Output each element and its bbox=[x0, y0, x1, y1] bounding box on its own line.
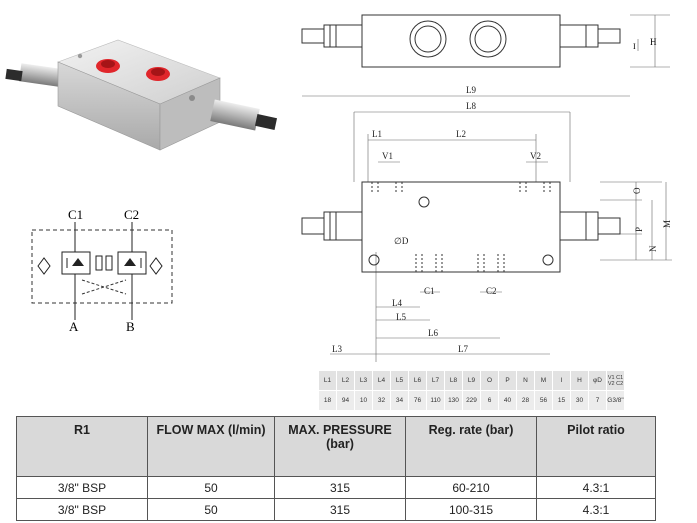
dim-l7: L7 bbox=[458, 344, 468, 354]
right-check-valve bbox=[105, 251, 163, 275]
port-b-label: B bbox=[126, 319, 135, 334]
dim-value: 28 bbox=[516, 390, 535, 411]
dim-header: L4 bbox=[372, 370, 391, 391]
dim-value: 56 bbox=[534, 390, 553, 411]
dim-value: 18 bbox=[318, 390, 337, 411]
dim-m: M bbox=[662, 220, 672, 228]
port-a-label: A bbox=[69, 319, 79, 334]
spec-table: R1 FLOW MAX (l/min) MAX. PRESSURE (bar) … bbox=[16, 416, 656, 521]
dim-o: O bbox=[632, 187, 642, 194]
dimension-value-row: 18 94 10 32 34 76 110 130 229 6 40 28 56… bbox=[318, 390, 625, 411]
spec-cell: 3/8" BSP bbox=[16, 476, 148, 499]
dim-l5: L5 bbox=[396, 312, 406, 322]
spec-cell: 4.3:1 bbox=[536, 476, 656, 499]
dim-header: I bbox=[552, 370, 571, 391]
dim-header: L3 bbox=[354, 370, 373, 391]
spec-cell: 315 bbox=[274, 476, 406, 499]
dim-value: 76 bbox=[408, 390, 427, 411]
spec-header-pressure: MAX. PRESSURE (bar) bbox=[274, 416, 406, 477]
dim-header: L2 bbox=[336, 370, 355, 391]
dim-l4: L4 bbox=[392, 298, 402, 308]
table-row: 3/8" BSP 50 315 100-315 4.3:1 bbox=[16, 498, 656, 521]
dim-h: H bbox=[650, 37, 657, 47]
dim-value: 110 bbox=[426, 390, 445, 411]
spec-cell: 315 bbox=[274, 498, 406, 521]
dim-header: O bbox=[480, 370, 499, 391]
spec-header-r1: R1 bbox=[16, 416, 148, 477]
dim-l2: L2 bbox=[456, 129, 466, 139]
dimension-table: L1 L2 L3 L4 L5 L6 L7 L8 L9 O P N M I H φ… bbox=[318, 370, 625, 411]
dim-value: 94 bbox=[336, 390, 355, 411]
dim-i: I bbox=[633, 42, 636, 51]
dim-header: H bbox=[570, 370, 589, 391]
dim-value: 229 bbox=[462, 390, 481, 411]
spec-cell: 3/8" BSP bbox=[16, 498, 148, 521]
spec-cell: 4.3:1 bbox=[536, 498, 656, 521]
dim-header: L5 bbox=[390, 370, 409, 391]
dim-header: V1 C1 V2 C2 bbox=[606, 370, 625, 391]
dim-header: L6 bbox=[408, 370, 427, 391]
dim-header: M bbox=[534, 370, 553, 391]
dim-value: 6 bbox=[480, 390, 499, 411]
dim-v1: V1 bbox=[382, 151, 393, 161]
port-c1-label: C1 bbox=[68, 207, 83, 222]
dim-value: 7 bbox=[588, 390, 607, 411]
dim-n: N bbox=[648, 245, 658, 252]
valve-photo bbox=[5, 39, 278, 151]
spec-header-row: R1 FLOW MAX (l/min) MAX. PRESSURE (bar) … bbox=[16, 416, 656, 477]
dim-value: 10 bbox=[354, 390, 373, 411]
dim-header: L7 bbox=[426, 370, 445, 391]
dim-l6: L6 bbox=[428, 328, 438, 338]
dimension-header-row: L1 L2 L3 L4 L5 L6 L7 L8 L9 O P N M I H φ… bbox=[318, 370, 625, 391]
dim-header: P bbox=[498, 370, 517, 391]
dim-l8: L8 bbox=[466, 101, 476, 111]
dim-header: φD bbox=[588, 370, 607, 391]
top-view-drawing: H I bbox=[301, 14, 670, 68]
dim-value: 30 bbox=[570, 390, 589, 411]
dim-value: 34 bbox=[390, 390, 409, 411]
dim-value: G3/8" bbox=[606, 390, 625, 411]
dim-d: ∅D bbox=[394, 236, 409, 246]
dim-value: 15 bbox=[552, 390, 571, 411]
port-c2-label: C2 bbox=[124, 207, 139, 222]
dim-header: L8 bbox=[444, 370, 463, 391]
dim-l1: L1 bbox=[372, 129, 382, 139]
dim-value: 40 bbox=[498, 390, 517, 411]
left-check-valve bbox=[37, 251, 103, 275]
dim-value: 130 bbox=[444, 390, 463, 411]
dim-value: 32 bbox=[372, 390, 391, 411]
dim-v2: V2 bbox=[530, 151, 541, 161]
spec-header-flow: FLOW MAX (l/min) bbox=[147, 416, 275, 477]
dim-c2: C2 bbox=[486, 286, 497, 296]
dim-l3: L3 bbox=[332, 344, 342, 354]
dim-header: L9 bbox=[462, 370, 481, 391]
dim-c1: C1 bbox=[424, 286, 435, 296]
spec-cell: 50 bbox=[147, 476, 275, 499]
hydraulic-schematic: C1 C2 A B bbox=[31, 207, 173, 334]
spec-cell: 60-210 bbox=[405, 476, 537, 499]
spec-header-pilot-ratio: Pilot ratio bbox=[536, 416, 656, 477]
spec-header-reg-rate: Reg. rate (bar) bbox=[405, 416, 537, 477]
spec-cell: 100-315 bbox=[405, 498, 537, 521]
dim-l9: L9 bbox=[466, 85, 476, 95]
dim-p: P bbox=[634, 227, 644, 232]
front-view-drawing: L9 L8 L1 L2 V1 V2 O P N M ∅D C1 C2 L4 L5… bbox=[301, 85, 672, 362]
spec-cell: 50 bbox=[147, 498, 275, 521]
dim-header: N bbox=[516, 370, 535, 391]
dim-header: L1 bbox=[318, 370, 337, 391]
table-row: 3/8" BSP 50 315 60-210 4.3:1 bbox=[16, 476, 656, 499]
